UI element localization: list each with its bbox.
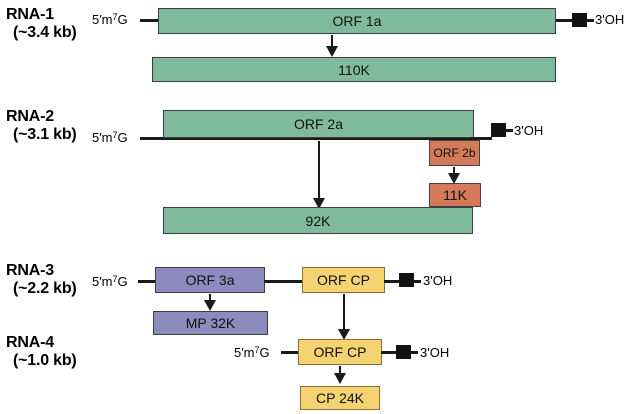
rna-2-three-prime-block <box>491 123 506 137</box>
rna-4-size: (~1.0 kb) <box>13 351 77 369</box>
rna-1-three-prime-label: 3'OH <box>595 12 625 27</box>
rna-2-three-prime-line2 <box>505 129 513 132</box>
rna-3-cap-label: 5′m7G <box>92 274 128 290</box>
rna-4-orf-cp-box[interactable]: ORF CP <box>298 339 382 365</box>
rna-3-orf-cp-box[interactable]: ORF CP <box>302 267 385 293</box>
rna-3-three-prime-line2 <box>413 280 421 283</box>
rna-2-three-prime-label: 3'OH <box>514 123 544 138</box>
rna-4-product-cp24k-box[interactable]: CP 24K <box>300 386 380 410</box>
rna-1-product-110k-label: 110K <box>338 61 370 78</box>
rna-2-orf2b-arrow-head <box>448 173 460 184</box>
rna-3-product-mp32k-box[interactable]: MP 32K <box>153 311 268 335</box>
rna-4-five-prime-line <box>281 351 301 354</box>
rna-2-orf-2b-box[interactable]: ORF 2b <box>429 140 480 166</box>
rna-1-product-110k-box[interactable]: 110K <box>152 57 556 82</box>
rna-1-five-prime-line <box>140 19 162 22</box>
rna-3-three-prime-label: 3'OH <box>423 273 453 288</box>
rna-2-name: RNA-2 <box>6 108 54 125</box>
rna3-to-rna4-arrow-head <box>338 329 350 340</box>
rna-1-translation-arrow-stem <box>331 35 333 49</box>
rna-2-label: RNA-2 (~3.1 kb) <box>6 108 77 144</box>
rna-3-orf-cp-label: ORF CP <box>317 272 370 288</box>
rna-1-orf-1a-label: ORF 1a <box>332 13 382 29</box>
rna-1-orf-1a-box[interactable]: ORF 1a <box>158 8 556 34</box>
rna-2-translation-arrow-stem <box>318 141 320 203</box>
rna-2-orf-2a-box[interactable]: ORF 2a <box>163 110 474 138</box>
rna3-to-rna4-arrow-stem <box>343 294 345 338</box>
rna-2-product-92k-label: 92K <box>305 212 331 229</box>
rna-2-orf-2b-label: ORF 2b <box>433 146 476 160</box>
rna-3-product-mp32k-label: MP 32K <box>185 315 236 331</box>
rna-1-size: (~3.4 kb) <box>13 23 77 41</box>
rna-4-three-prime-block <box>396 345 411 359</box>
rna-4-label: RNA-4 (~1.0 kb) <box>6 334 77 370</box>
rna-3-five-prime-line <box>138 280 158 283</box>
rna-1-three-prime-block <box>572 13 587 27</box>
rna-2-product-11k-box[interactable]: 11K <box>429 183 481 207</box>
rna-3-orf-3a-label: ORF 3a <box>185 272 235 288</box>
rna-2-size: (~3.1 kb) <box>13 125 77 143</box>
rna-2-cap-label: 5′m7G <box>92 130 128 146</box>
rna-1-cap-label: 5′m7G <box>92 12 128 28</box>
rna-4-three-prime-line2 <box>410 351 418 354</box>
rna-3-three-prime-block <box>399 273 414 287</box>
rna-3-translation-arrow-head <box>204 300 216 311</box>
rna-2-translation-arrow-head <box>313 198 325 209</box>
rna-2-orf-2a-label: ORF 2a <box>293 116 343 132</box>
rna-3-label: RNA-3 (~2.2 kb) <box>6 262 77 298</box>
rna-1-three-prime-line2 <box>586 19 594 22</box>
rna-1-label: RNA-1 (~3.4 kb) <box>6 6 77 42</box>
rna-4-orf-cp-label: ORF CP <box>313 344 367 360</box>
rna-2-product-92k-box[interactable]: 92K <box>163 207 473 234</box>
rna-3-intergenic-line <box>264 280 304 283</box>
rna-4-name: RNA-4 <box>6 334 54 351</box>
rna-4-three-prime-label: 3'OH <box>420 345 450 360</box>
rna-3-name: RNA-3 <box>6 262 54 279</box>
rna-4-cap-label: 5′m7G <box>234 345 270 361</box>
rna-2-product-11k-label: 11K <box>443 187 467 203</box>
rna-3-three-prime-line <box>384 280 400 283</box>
rna-2-backbone-line <box>140 137 470 140</box>
rna-4-product-cp24k-label: CP 24K <box>316 390 364 406</box>
rna-3-orf-3a-box[interactable]: ORF 3a <box>155 267 265 293</box>
rna-1-three-prime-line <box>556 19 574 22</box>
rna-2-three-prime-line <box>470 137 492 140</box>
rna-2-orf2b-arrow-stem <box>453 167 455 176</box>
rna-3-size: (~2.2 kb) <box>13 279 77 297</box>
rna-4-three-prime-line <box>381 351 397 354</box>
rna-4-translation-arrow-stem <box>339 366 341 376</box>
rna-4-translation-arrow-head <box>334 373 346 384</box>
rna-1-name: RNA-1 <box>6 6 54 23</box>
rna-1-translation-arrow-head <box>326 46 338 57</box>
rna-3-translation-arrow-stem <box>209 294 211 303</box>
